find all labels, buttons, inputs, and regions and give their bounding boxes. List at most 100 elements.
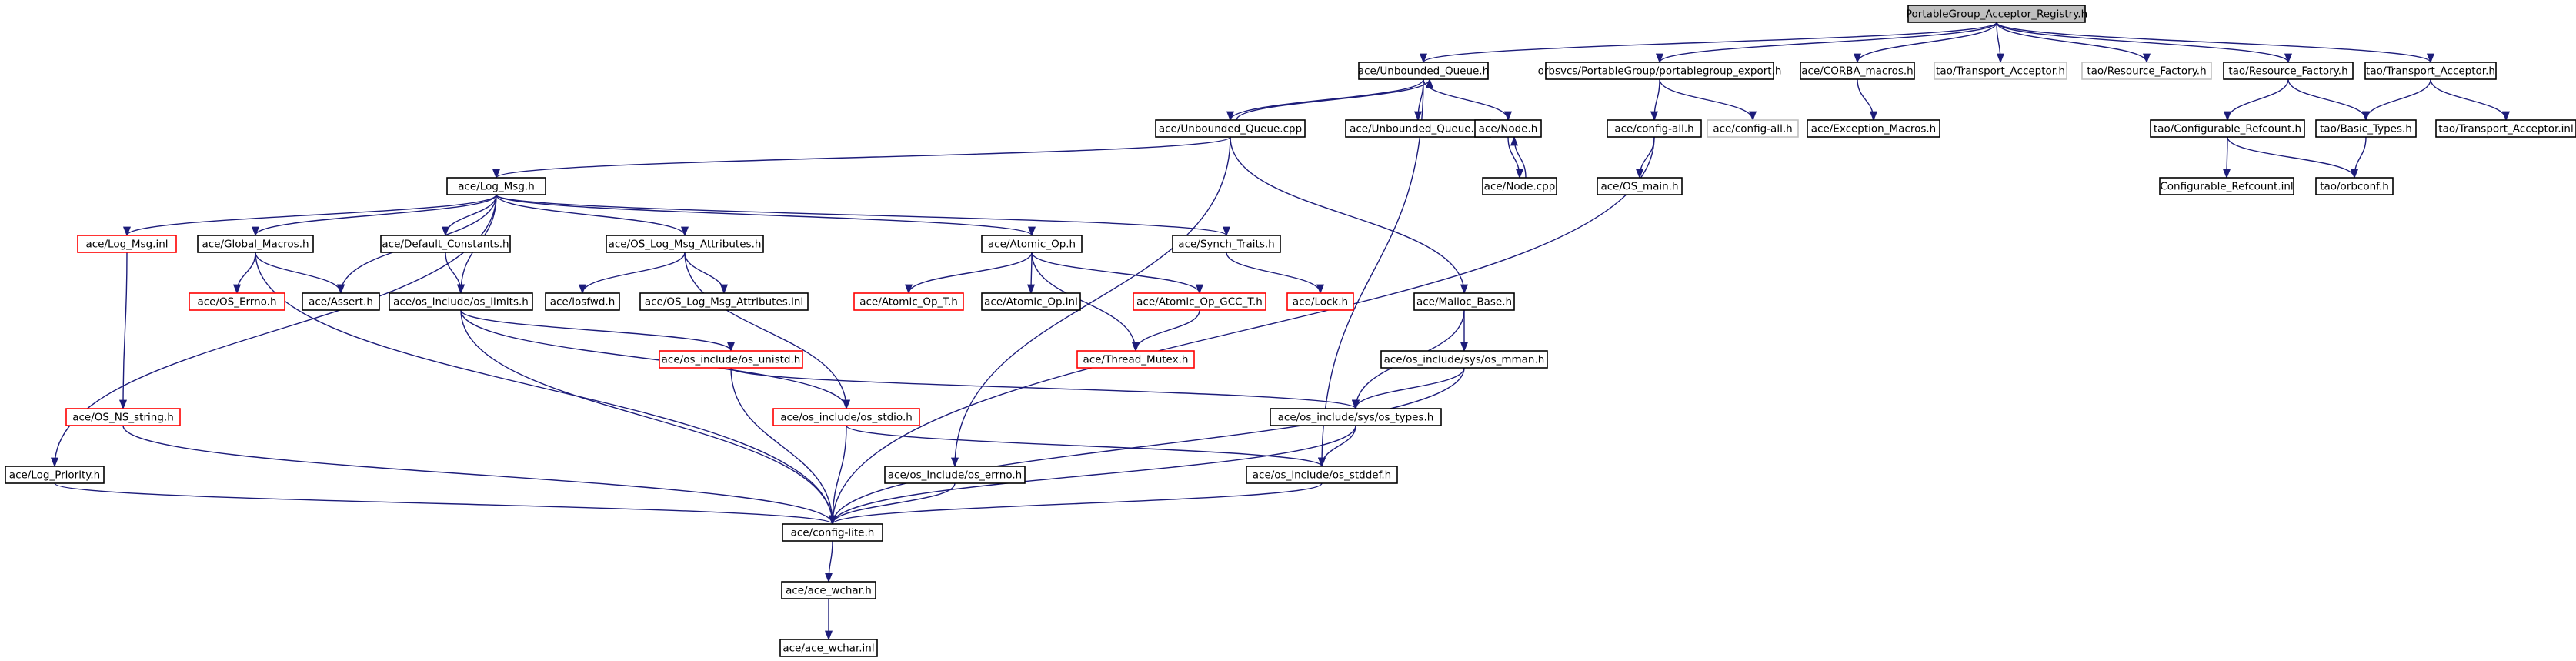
node-tao-transport-acceptor-h: tao/Transport_Acceptor.h bbox=[1934, 62, 2067, 80]
node-label: ace/Log_Msg.h bbox=[458, 181, 535, 193]
node-box bbox=[1358, 62, 1489, 80]
node-box bbox=[2081, 62, 2212, 80]
node-label: ace/Unbounded_Queue.h bbox=[1358, 65, 1489, 78]
node-ace-lock-h[interactable]: ace/Lock.h bbox=[1286, 292, 1354, 311]
node-ace-atomic-op-h[interactable]: ace/Atomic_Op.h bbox=[981, 235, 1083, 253]
node-ace-atomic-op-t-h[interactable]: ace/Atomic_Op_T.h bbox=[853, 292, 964, 311]
node-label: tao/Resource_Factory.h bbox=[2087, 65, 2206, 78]
node-box bbox=[2315, 177, 2394, 195]
edge-tao_ta_h-to-basic_types bbox=[2361, 78, 2431, 122]
node-ace-os-include-sys-os-mman-h[interactable]: ace/os_include/sys/os_mman.h bbox=[1380, 350, 1548, 369]
edge-log_msg_inl-to-os_ns_string bbox=[118, 252, 128, 410]
node-ace-os-include-os-unistd-h[interactable]: ace/os_include/os_unistd.h bbox=[659, 350, 803, 369]
node-label: ace/Node.cpp bbox=[1484, 181, 1556, 193]
node-ace-log-msg-h[interactable]: ace/Log_Msg.h bbox=[446, 177, 546, 195]
node-label: ace/os_include/os_limits.h bbox=[393, 296, 529, 309]
edge-pg_export-to-config_all_h bbox=[1650, 78, 1660, 122]
node-tao-orbconf-h[interactable]: tao/orbconf.h bbox=[2315, 177, 2394, 195]
node-box bbox=[2315, 119, 2417, 138]
node-label: ace/Unbounded_Queue.cpp bbox=[1159, 123, 1302, 135]
node-box bbox=[2150, 119, 2305, 138]
node-label: ace/Node.h bbox=[1479, 123, 1538, 135]
node-label: ace/Exception_Macros.h bbox=[1811, 123, 1936, 135]
node-ace-config-lite-h[interactable]: ace/config-lite.h bbox=[782, 523, 883, 542]
node-ace-malloc-base-h[interactable]: ace/Malloc_Base.h bbox=[1413, 292, 1515, 311]
node-ace-ace-wchar-inl[interactable]: ace/ace_wchar.inl bbox=[779, 639, 878, 657]
node-configurable-refcount-inl[interactable]: Configurable_Refcount.inl bbox=[2159, 177, 2294, 195]
node-ace-atomic-op-gcc-t-h[interactable]: ace/Atomic_Op_GCC_T.h bbox=[1133, 292, 1266, 311]
node-ace-os-main-h[interactable]: ace/OS_main.h bbox=[1597, 177, 1683, 195]
edge-log_msg_h-to-synch_traits bbox=[496, 194, 1230, 237]
node-ace-unbounded-queue-cpp[interactable]: ace/Unbounded_Queue.cpp bbox=[1155, 119, 1306, 138]
node-box bbox=[545, 292, 620, 311]
edge-corba_macros-to-exception_macros bbox=[1857, 78, 1878, 122]
edge-os_stdio-to-config_lite bbox=[828, 425, 847, 526]
node-ace-node-cpp[interactable]: ace/Node.cpp bbox=[1482, 177, 1557, 195]
node-ace-ace-wchar-h[interactable]: ace/ace_wchar.h bbox=[781, 581, 876, 599]
node-label: ace/OS_main.h bbox=[1600, 181, 1678, 193]
edges-layer bbox=[50, 22, 2510, 641]
node-ace-unbounded-queue-h[interactable]: ace/Unbounded_Queue.h bbox=[1358, 62, 1489, 80]
node-ace-os-include-os-stddef-h[interactable]: ace/os_include/os_stddef.h bbox=[1246, 466, 1398, 484]
node-orbsvcs-portablegroup-portablegroup-export-h[interactable]: orbsvcs/PortableGroup/portablegroup_expo… bbox=[1538, 62, 1782, 80]
node-box bbox=[189, 292, 285, 311]
node-box bbox=[65, 408, 181, 426]
node-label: ace/config-all.h bbox=[1713, 123, 1792, 135]
node-ace-config-all-h[interactable]: ace/config-all.h bbox=[1607, 119, 1702, 138]
node-label: ace/os_include/sys/os_types.h bbox=[1278, 412, 1434, 424]
node-tao-transport-acceptor-h[interactable]: tao/Transport_Acceptor.h bbox=[2364, 62, 2497, 80]
node-box bbox=[1172, 235, 1281, 253]
node-box bbox=[1934, 62, 2067, 80]
node-ace-global-macros-h[interactable]: ace/Global_Macros.h bbox=[197, 235, 314, 253]
node-label: tao/Basic_Types.h bbox=[2320, 123, 2412, 135]
node-box bbox=[1155, 119, 1306, 138]
node-tao-resource-factory-h: tao/Resource_Factory.h bbox=[2081, 62, 2212, 80]
node-tao-configurable-refcount-h[interactable]: tao/Configurable_Refcount.h bbox=[2150, 119, 2305, 138]
node-box bbox=[1907, 5, 2086, 23]
node-ace-log-msg-inl[interactable]: ace/Log_Msg.inl bbox=[77, 235, 177, 253]
node-box bbox=[1707, 119, 1799, 138]
node-ace-os-include-os-stdio-h[interactable]: ace/os_include/os_stdio.h bbox=[772, 408, 920, 426]
node-box bbox=[981, 235, 1083, 253]
node-label: ace/Default_Constants.h bbox=[382, 239, 509, 251]
node-ace-os-ns-string-h[interactable]: ace/OS_NS_string.h bbox=[65, 408, 181, 426]
edge-log_msg_h-to-os_log_msg_attr_h bbox=[496, 194, 689, 237]
node-ace-os-log-msg-attributes-inl[interactable]: ace/OS_Log_Msg_Attributes.inl bbox=[639, 292, 809, 311]
edge-uq_h-to-node_h bbox=[1423, 78, 1512, 122]
edge-root-to-uq_h bbox=[1420, 22, 1997, 64]
node-ace-os-log-msg-attributes-h[interactable]: ace/OS_Log_Msg_Attributes.h bbox=[606, 235, 764, 253]
node-ace-log-priority-h[interactable]: ace/Log_Priority.h bbox=[5, 466, 105, 484]
node-box bbox=[1270, 408, 1442, 426]
edge-log_msg_h-to-global_macros bbox=[252, 194, 497, 237]
edge-os_ns_string-to-config_lite bbox=[122, 425, 836, 526]
node-ace-config-all-h: ace/config-all.h bbox=[1707, 119, 1799, 138]
node-ace-corba-macros-h[interactable]: ace/CORBA_macros.h bbox=[1800, 62, 1915, 80]
node-ace-synch-traits-h[interactable]: ace/Synch_Traits.h bbox=[1172, 235, 1281, 253]
node-ace-os-errno-h[interactable]: ace/OS_Errno.h bbox=[189, 292, 285, 311]
node-ace-thread-mutex-h[interactable]: ace/Thread_Mutex.h bbox=[1076, 350, 1195, 369]
edge-root-to-tao_rf_h bbox=[1996, 22, 2292, 64]
edge-os_limits-to-os_unistd bbox=[460, 309, 735, 352]
node-ace-iosfwd-h[interactable]: ace/iosfwd.h bbox=[545, 292, 620, 311]
node-ace-atomic-op-inl[interactable]: ace/Atomic_Op.inl bbox=[981, 292, 1081, 311]
node-tao-transport-acceptor-inl[interactable]: tao/Transport_Acceptor.inl bbox=[2435, 119, 2576, 138]
node-portablegroup-acceptor-registry-h[interactable]: PortableGroup_Acceptor_Registry.h bbox=[1906, 5, 2087, 23]
edge-root-to-tao_ta_h_g bbox=[1996, 22, 2005, 64]
node-label: tao/Configurable_Refcount.h bbox=[2154, 123, 2301, 135]
node-tao-basic-types-h[interactable]: tao/Basic_Types.h bbox=[2315, 119, 2417, 138]
node-ace-os-include-os-errno-h[interactable]: ace/os_include/os_errno.h bbox=[884, 466, 1026, 484]
node-ace-assert-h[interactable]: ace/Assert.h bbox=[302, 292, 380, 311]
edge-os_mman-to-config_lite bbox=[829, 367, 1465, 526]
node-ace-default-constants-h[interactable]: ace/Default_Constants.h bbox=[380, 235, 511, 253]
edge-config_lite-to-ace_wchar_h bbox=[824, 540, 833, 583]
edge-atomic_op_gcc_t-to-thread_mutex bbox=[1131, 309, 1200, 352]
node-tao-resource-factory-h[interactable]: tao/Resource_Factory.h bbox=[2223, 62, 2354, 80]
node-ace-node-h[interactable]: ace/Node.h bbox=[1474, 119, 1542, 138]
node-label: ace/os_include/os_unistd.h bbox=[662, 354, 801, 366]
node-ace-os-include-sys-os-types-h[interactable]: ace/os_include/sys/os_types.h bbox=[1270, 408, 1442, 426]
node-ace-os-include-os-limits-h[interactable]: ace/os_include/os_limits.h bbox=[389, 292, 533, 311]
edge-uq_cpp-to-os_errno_inc bbox=[950, 136, 1231, 468]
node-ace-unbounded-queue-inl[interactable]: ace/Unbounded_Queue.inl bbox=[1345, 119, 1491, 138]
node-ace-exception-macros-h[interactable]: ace/Exception_Macros.h bbox=[1807, 119, 1940, 138]
